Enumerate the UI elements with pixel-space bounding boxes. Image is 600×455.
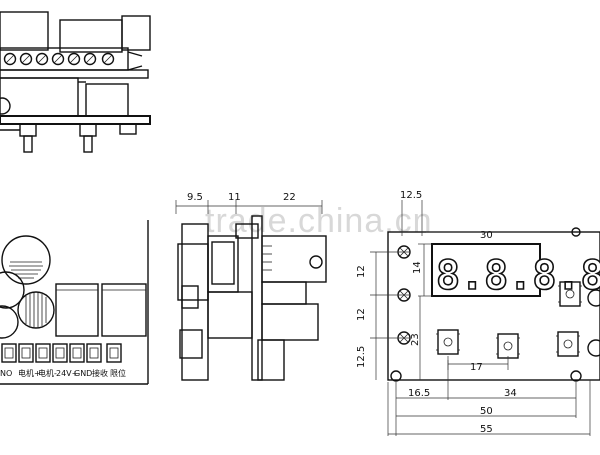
display-digits: 8.8.8.8	[436, 253, 600, 299]
side-dim-11: 11	[228, 192, 241, 203]
terminal-label-gnd: GND	[74, 369, 92, 378]
terminal-label-receive: 接收	[92, 368, 108, 378]
dim-left-12-b: 12	[356, 308, 367, 321]
capacitor-hatch	[25, 293, 47, 327]
terminal-label-24v: 24V+	[56, 369, 78, 378]
dim-display-14: 14	[412, 261, 423, 274]
terminal-label-no: NO	[0, 369, 12, 378]
dim-left-12-a: 12	[356, 265, 367, 278]
watermark: trade.china.cn	[205, 202, 433, 240]
terminal-label-motor-minus: 电机-	[38, 368, 57, 378]
seven-segment-display	[431, 243, 541, 297]
front-view: NO 电机+ 电机- 24V+ GND 接收 限位	[0, 220, 149, 385]
dim-bottom-34: 34	[504, 388, 517, 399]
mount-hole-top-right	[571, 227, 581, 237]
dim-display-30: 30	[480, 230, 493, 241]
dim-bottom-16-5: 16.5	[408, 388, 430, 399]
dim-top-12-5: 12.5	[400, 190, 422, 201]
dim-buttons-17: 17	[470, 362, 483, 373]
mount-hole-left	[390, 370, 402, 382]
dim-bottom-55: 55	[480, 424, 493, 435]
terminal-label-limit: 限位	[110, 368, 126, 378]
tactile-buttons	[436, 281, 582, 359]
dim-left-12-5: 12.5	[356, 346, 367, 368]
screw-row	[3, 52, 115, 66]
mount-hole-right	[570, 370, 582, 382]
dimension-view: 12.5 30 12 12 12.5 14 23 8.8.8.8	[356, 190, 600, 436]
dim-led-23: 23	[410, 333, 421, 346]
side-dim-22: 22	[283, 192, 296, 203]
top-side-view	[0, 11, 151, 153]
buzzer-hatch	[9, 261, 43, 279]
side-dim-9-5: 9.5	[187, 192, 203, 203]
side-profile-view: 9.5 11 22	[175, 192, 327, 381]
dim-bottom-50: 50	[480, 406, 493, 417]
terminal-label-motor-plus: 电机+	[18, 368, 41, 378]
terminal-blocks	[1, 343, 122, 363]
